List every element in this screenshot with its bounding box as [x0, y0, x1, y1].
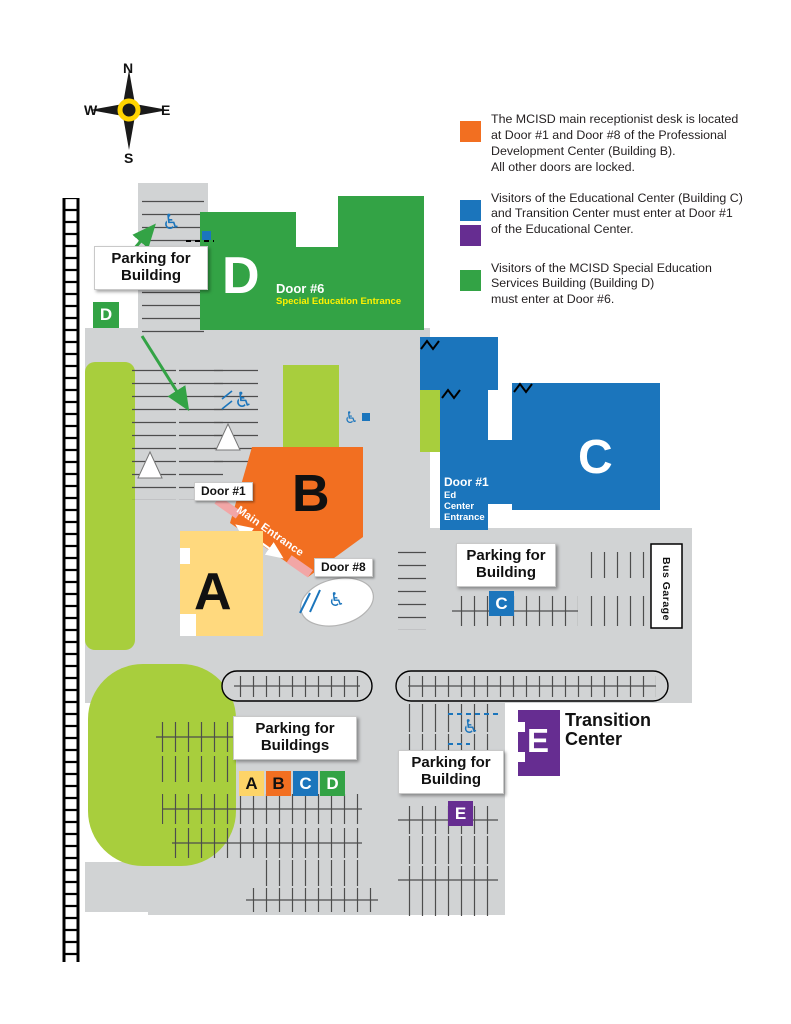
- badge-c: C: [293, 771, 318, 796]
- parking-abcd-label: Parking for Buildings: [233, 716, 357, 760]
- legend-item-c: Visitors of the Educational Center (Buil…: [460, 191, 786, 246]
- building-a-letter: A: [194, 563, 232, 621]
- legend-swatch-purple: [460, 224, 481, 246]
- legend-item-d: Visitors of the MCISD Special Education …: [460, 261, 786, 309]
- transition-center-label: Transition Center: [565, 710, 652, 750]
- handicap-icon: ♿: [328, 589, 346, 611]
- handicap-island: [299, 577, 374, 627]
- badge-building-c: C: [489, 591, 514, 616]
- badge-building-e: E: [448, 801, 473, 826]
- legend-item-b: The MCISD main receptionist desk is loca…: [460, 112, 786, 176]
- building-a-shape: [180, 531, 263, 636]
- grass-center: [283, 365, 339, 453]
- bus-garage-label: Bus Garage: [660, 557, 672, 621]
- handicap-icon: ♿: [162, 210, 181, 234]
- handicap-icon: ♿: [344, 408, 359, 427]
- handicap-signs: [186, 231, 502, 745]
- building-d-letter: D: [222, 247, 260, 305]
- bus-garage-shape: [650, 543, 683, 629]
- building-b-letter: B: [292, 465, 330, 523]
- legend-text: The MCISD main receptionist desk is loca…: [491, 112, 739, 174]
- lane-arrows: [137, 422, 241, 479]
- parking-d-label: Parking for Building: [94, 246, 208, 290]
- door6-label: Door #6: [276, 281, 325, 296]
- door-strips: [214, 496, 313, 578]
- badge-a: A: [239, 771, 264, 796]
- handicap-icon: ♿: [234, 388, 253, 412]
- lot-exit: [85, 862, 157, 912]
- door1-c-label: Door #1: [444, 475, 489, 489]
- parking-e-label: Parking for Building: [398, 750, 504, 794]
- grass-by-c: [420, 390, 440, 452]
- legend-swatch-green: [460, 269, 481, 291]
- door1-b-label: Door #1: [194, 482, 253, 502]
- building-e-shape: [518, 710, 560, 776]
- compass-n: N: [123, 60, 134, 76]
- abcd-badges: A B C D: [239, 771, 345, 796]
- legend-text: Visitors of the Educational Center (Buil…: [491, 190, 743, 237]
- zigzag-marks: [420, 339, 533, 400]
- badge-b: B: [266, 771, 291, 796]
- compass-rose-icon: [90, 70, 168, 150]
- building-e-letter: E: [527, 722, 550, 759]
- badge-d: D: [320, 771, 345, 796]
- legend-swatch-orange: [460, 121, 481, 142]
- stadium-strips: [221, 670, 669, 702]
- compass-s: S: [124, 150, 134, 166]
- parking-c-label: Parking for Building: [456, 543, 556, 587]
- compass-e: E: [161, 102, 171, 118]
- parking-hatches: [132, 190, 648, 916]
- handicap-icon: ♿: [462, 716, 480, 738]
- badge-building-d: D: [93, 302, 119, 328]
- legend: The MCISD main receptionist desk is loca…: [460, 112, 786, 308]
- door1-c-sublabel: Ed Center Entrance: [444, 490, 485, 523]
- compass-w: W: [84, 102, 98, 118]
- legend-text: Visitors of the MCISD Special Education …: [491, 260, 712, 307]
- door6-sublabel: Special Education Entrance: [276, 296, 402, 307]
- building-d-shape: [200, 196, 424, 330]
- door8-label: Door #8: [314, 558, 373, 578]
- railroad: [62, 198, 80, 962]
- legend-swatch-blue: [460, 199, 481, 221]
- building-c-shape: [420, 337, 660, 530]
- building-c-letter: C: [578, 431, 613, 484]
- grass-left-strip: [85, 362, 135, 650]
